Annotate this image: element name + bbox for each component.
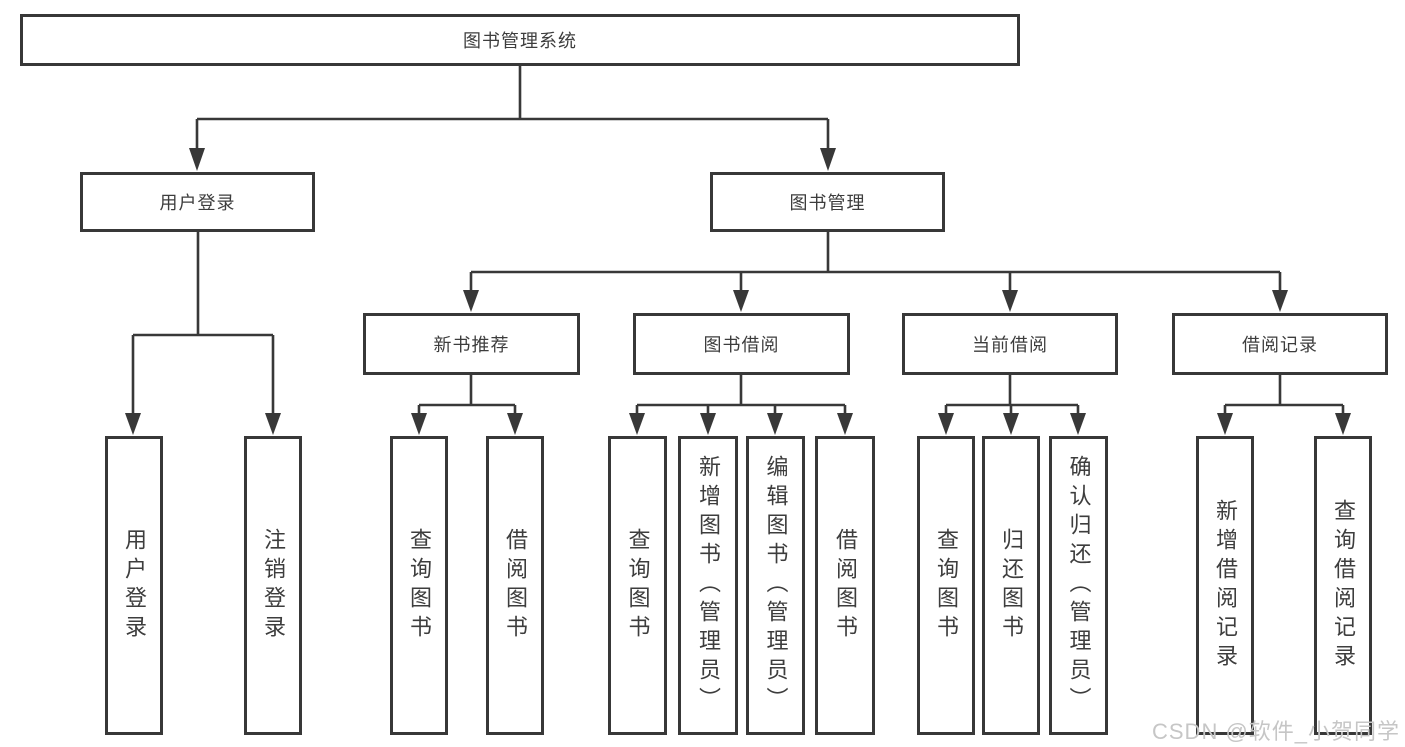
- leaf-return-books: 归还图书: [982, 436, 1040, 735]
- branch-book-management-label: 图书管理: [789, 193, 866, 213]
- branch-user-login: 用户登录: [80, 172, 315, 232]
- leaf-add-borrow-record: 新增借阅记录: [1196, 436, 1254, 735]
- node-current-borrow-label: 当前借阅: [972, 335, 1048, 355]
- csdn-watermark: CSDN @软件_小贺同学: [1152, 719, 1401, 744]
- leaf-edit-books-admin: 编辑图书（管理员）: [746, 436, 805, 735]
- leaf-confirm-return-admin: 确认归还（管理员）: [1049, 436, 1108, 735]
- node-new-book-recommend: 新书推荐: [363, 313, 580, 375]
- leaf-query-books-borrow: 查询图书: [608, 436, 667, 735]
- arrowheads: [125, 148, 1351, 435]
- branch-user-login-label: 用户登录: [159, 193, 236, 213]
- leaf-query-borrow-record: 查询借阅记录: [1314, 436, 1372, 735]
- node-new-book-recommend-label: 新书推荐: [433, 335, 510, 355]
- leaf-user-login: 用户登录: [105, 436, 163, 735]
- node-book-borrow-label: 图书借阅: [703, 335, 780, 355]
- leaf-borrow-books-recommend: 借阅图书: [486, 436, 544, 735]
- node-borrow-records-label: 借阅记录: [1242, 335, 1318, 355]
- leaf-query-books-recommend: 查询图书: [390, 436, 448, 735]
- leaf-query-books-current: 查询图书: [917, 436, 975, 735]
- node-current-borrow: 当前借阅: [902, 313, 1118, 375]
- leaf-logout: 注销登录: [244, 436, 302, 735]
- leaf-add-books-admin: 新增图书（管理员）: [678, 436, 738, 735]
- node-book-system: 图书管理系统: [20, 14, 1020, 66]
- node-book-system-label: 图书管理系统: [463, 31, 577, 51]
- node-book-borrow: 图书借阅: [633, 313, 850, 375]
- branch-book-management: 图书管理: [710, 172, 945, 232]
- leaf-borrow-books: 借阅图书: [815, 436, 875, 735]
- node-borrow-records: 借阅记录: [1172, 313, 1388, 375]
